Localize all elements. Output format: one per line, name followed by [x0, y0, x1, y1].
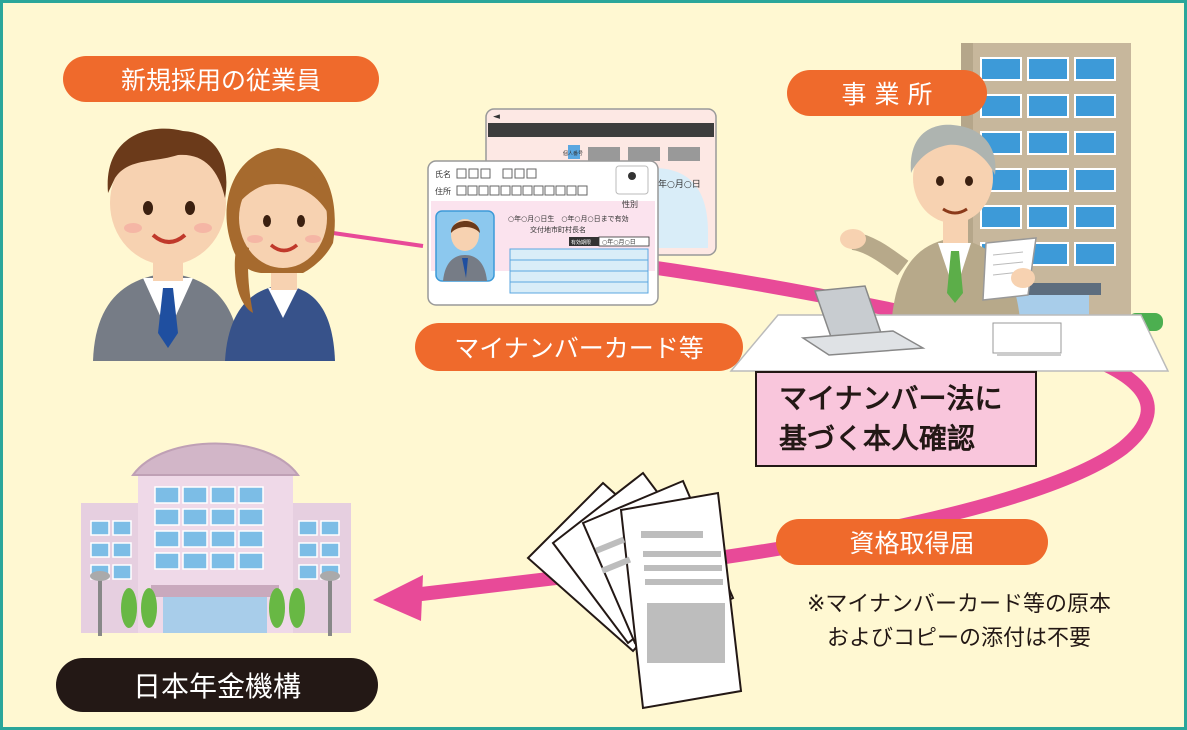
card-birth: ○年○月○日生 ○年○月○日まで有効 — [508, 214, 629, 223]
document-stack-icon — [526, 471, 743, 710]
manager-icon — [840, 124, 1037, 333]
pension-organization-label: 日本年金機構 — [56, 658, 378, 712]
identity-confirmation-box: マイナンバー法に 基づく本人確認 — [755, 371, 1037, 467]
paper-on-desk-icon — [992, 322, 1062, 356]
svg-text:◄: ◄ — [493, 112, 500, 122]
card-expiry-label: 有効期限 — [571, 239, 591, 246]
id-card-icon: ◄ 年○月○日 個人番号 氏名 住所 性別 — [427, 108, 717, 306]
card-address-label: 住所 — [435, 186, 451, 196]
card-expiry-value: ○年○月○日 — [602, 238, 636, 246]
diagram-art: ◄ 年○月○日 個人番号 氏名 住所 性別 — [81, 43, 1170, 710]
form-label: 資格取得届 — [776, 519, 1048, 565]
desk-icon — [729, 314, 1170, 372]
card-issuer: 交付地市町村長名 — [530, 225, 586, 234]
card-label: マイナンバーカード等 — [415, 323, 743, 371]
note-line-2: およびコピーの添付は不要 — [826, 626, 1091, 651]
laptop-icon — [800, 285, 926, 356]
new-employee-label: 新規採用の従業員 — [63, 56, 379, 102]
card-gender: 性別 — [622, 199, 638, 209]
employee-man-icon — [93, 128, 241, 361]
card-name-label: 氏名 — [435, 169, 451, 179]
office-building-icon — [961, 43, 1163, 331]
note-line-1: ※マイナンバーカード等の原本 — [807, 592, 1111, 617]
confirmation-line-2: 基づく本人確認 — [779, 422, 976, 455]
office-label: 事 業 所 — [787, 70, 987, 116]
card-back-date: 年○月○日 — [658, 178, 701, 190]
note-text: ※マイナンバーカード等の原本 およびコピーの添付は不要 — [769, 588, 1149, 656]
confirmation-line-1: マイナンバー法に — [779, 382, 1003, 415]
employee-woman-icon — [225, 148, 335, 361]
pension-building-icon — [81, 442, 351, 636]
card-back-label: 個人番号 — [563, 150, 583, 157]
